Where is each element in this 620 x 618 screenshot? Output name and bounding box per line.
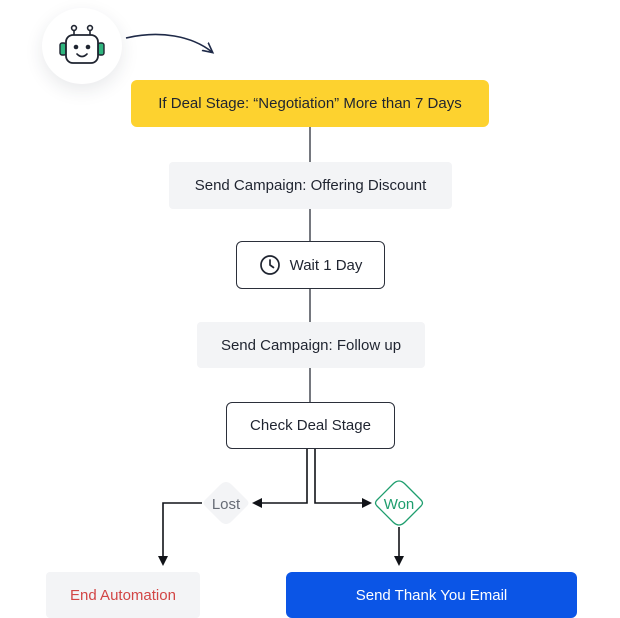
thanks-label: Send Thank You Email [355, 586, 508, 604]
connector-check-won [314, 449, 372, 508]
wait-label: Wait 1 Day [289, 256, 363, 274]
campaign-offering-discount-node[interactable]: Send Campaign: Offering Discount [169, 162, 452, 209]
lost-diamond [203, 482, 249, 524]
won-branch-label[interactable]: Won [383, 495, 415, 513]
campaign1-label: Send Campaign: Offering Discount [194, 177, 427, 194]
trigger-node[interactable]: If Deal Stage: “Negotiation” More than 7… [131, 80, 489, 127]
connector-lost-end [158, 502, 202, 566]
send-thank-you-email-node[interactable]: Send Thank You Email [286, 572, 577, 618]
wait-node[interactable]: Wait 1 Day [236, 241, 385, 289]
won-diamond [374, 480, 424, 526]
check-deal-stage-node[interactable]: Check Deal Stage [226, 402, 395, 449]
connector-check-lost [252, 449, 308, 508]
campaign-follow-up-node[interactable]: Send Campaign: Follow up [197, 322, 425, 368]
curved-arrow-icon [125, 33, 212, 52]
lost-branch-label[interactable]: Lost [211, 495, 241, 513]
campaign2-label: Send Campaign: Follow up [220, 336, 402, 354]
end-label: End Automation [70, 586, 176, 604]
end-automation-node[interactable]: End Automation [46, 572, 200, 618]
check-label: Check Deal Stage [250, 417, 371, 434]
robot-avatar [42, 8, 122, 84]
trigger-label: If Deal Stage: “Negotiation” More than 7… [158, 95, 462, 112]
clock-icon [259, 255, 280, 275]
robot-icon [59, 24, 105, 64]
